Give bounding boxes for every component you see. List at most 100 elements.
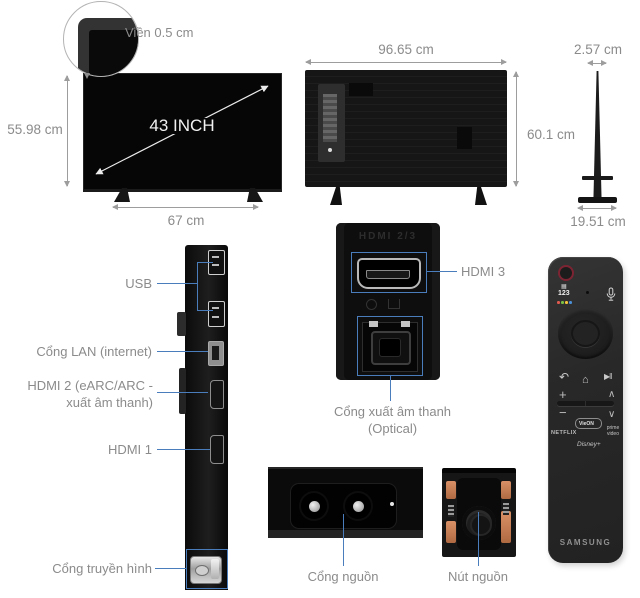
power-pin-right bbox=[353, 501, 364, 512]
hdmi3-label: HDMI 3 bbox=[461, 264, 506, 279]
back-recess-right bbox=[457, 127, 472, 149]
home-icon: ⌂ bbox=[582, 374, 589, 386]
remote-control: ▦ 123 ↶ ⌂ ▶‖ + ∧ − bbox=[548, 257, 623, 563]
hdmi3-callout-line bbox=[426, 271, 457, 272]
vieon-label: VieON bbox=[579, 420, 594, 427]
power-socket-recess bbox=[290, 483, 397, 529]
back-width-arrow bbox=[305, 59, 507, 65]
hdmi2-port bbox=[210, 380, 224, 409]
panel-embossed-label: HDMI 2/3 bbox=[358, 231, 418, 242]
channel-down-icon: ∨ bbox=[608, 409, 616, 420]
hdmi2-label-line2: xuất âm thanh) bbox=[66, 395, 153, 410]
copper-contact-1 bbox=[446, 481, 456, 499]
power-button-module bbox=[457, 478, 501, 550]
power-button-panel bbox=[442, 468, 516, 557]
prime-label-line1: prime bbox=[606, 425, 620, 431]
diagonal-size-label: 43 INCH bbox=[139, 117, 225, 134]
power-pin-left bbox=[309, 501, 320, 512]
remote-numpad-button: ▦ 123 bbox=[555, 284, 573, 307]
bezel-label: Viền 0.5 cm bbox=[125, 25, 194, 40]
back-port-panel bbox=[318, 84, 345, 162]
back-panel-sticker bbox=[323, 94, 337, 142]
power-socket-panel bbox=[268, 467, 423, 532]
front-width-arrow bbox=[112, 204, 259, 210]
antenna-highlight-box bbox=[186, 549, 228, 589]
back-tv-view bbox=[305, 70, 507, 187]
bezel-screen-shape bbox=[89, 30, 138, 76]
power-port-label: Cổng nguồn bbox=[307, 569, 379, 584]
lan-callout-line bbox=[157, 351, 208, 352]
rear-port-panel: HDMI 2/3 bbox=[336, 223, 440, 380]
dot-yellow bbox=[565, 301, 568, 304]
optical-label-line1: Cổng xuất âm thanh bbox=[333, 404, 452, 419]
side-stand-depth-arrow bbox=[577, 205, 617, 211]
optical-highlight-box bbox=[357, 316, 423, 376]
back-tv-right-foot bbox=[475, 187, 487, 205]
usb-callout-stub-top bbox=[197, 262, 213, 263]
optical-port bbox=[362, 321, 418, 372]
numpad-grid-icon: ▦ bbox=[561, 284, 567, 290]
side-stand-base bbox=[578, 197, 617, 203]
remote-brand-logo: SAMSUNG bbox=[559, 538, 612, 547]
volume-up-icon: + bbox=[559, 387, 567, 402]
back-height-arrow bbox=[513, 71, 519, 187]
dot-blue bbox=[569, 301, 572, 304]
prime-video-app-button: prime video bbox=[605, 425, 621, 437]
back-recess-top bbox=[349, 83, 373, 96]
strip-bracket-1 bbox=[177, 312, 186, 336]
strip-bracket-2 bbox=[179, 368, 186, 414]
front-height-label: 55.98 cm bbox=[7, 122, 63, 137]
back-tv-left-foot bbox=[330, 187, 342, 205]
side-stand-crossbar bbox=[582, 176, 613, 180]
power-button-callout-line bbox=[478, 512, 479, 566]
bezel-magnifier-circle bbox=[63, 1, 139, 77]
playpause-icon: ▶‖ bbox=[604, 372, 613, 381]
power-panel-floor bbox=[268, 530, 423, 538]
side-depth-label: 2.57 cm bbox=[573, 42, 623, 57]
hdmi2-callout-line bbox=[157, 392, 208, 393]
vieon-app-button: VieON bbox=[575, 418, 602, 429]
remote-dpad-center bbox=[571, 320, 600, 347]
channel-up-icon: ∧ bbox=[608, 389, 616, 400]
lan-port bbox=[208, 341, 224, 366]
usb-label: USB bbox=[125, 276, 152, 291]
antenna-callout-line bbox=[155, 568, 186, 569]
usb-callout-line bbox=[157, 283, 197, 284]
volume-down-icon: − bbox=[559, 405, 567, 420]
panel-bracket-icon bbox=[388, 299, 400, 309]
copper-contact-2 bbox=[446, 521, 456, 543]
panel-screw-icon bbox=[366, 299, 377, 310]
remote-power-button bbox=[558, 265, 574, 281]
hdmi3-highlight-box bbox=[351, 252, 427, 293]
antenna-label: Cổng truyền hình bbox=[52, 561, 152, 576]
copper-contact-3 bbox=[501, 481, 511, 499]
hdmi3-port bbox=[357, 258, 421, 289]
front-width-label: 67 cm bbox=[167, 213, 205, 228]
dot-red bbox=[557, 301, 560, 304]
back-width-label: 96.65 cm bbox=[378, 42, 434, 57]
optical-callout-line bbox=[390, 375, 391, 401]
front-height-arrow bbox=[64, 75, 70, 187]
antenna-coax-connector bbox=[190, 556, 222, 584]
hdmi1-label: HDMI 1 bbox=[107, 442, 152, 457]
back-panel-screw bbox=[328, 148, 332, 152]
copper-contact-4 bbox=[501, 511, 511, 543]
power-port-callout-line bbox=[343, 514, 344, 566]
power-button-label: Nút nguồn bbox=[448, 569, 508, 584]
usb-callout-bracket bbox=[197, 262, 198, 311]
back-icon: ↶ bbox=[559, 370, 570, 384]
front-tv-view: 43 INCH bbox=[83, 73, 282, 192]
side-tv-profile bbox=[593, 71, 602, 198]
side-depth-arrow bbox=[587, 60, 607, 66]
hdmi1-callout-line bbox=[157, 449, 210, 450]
numpad-label: 123 bbox=[558, 290, 570, 297]
side-port-strip bbox=[185, 245, 228, 590]
optical-label-line2: (Optical) bbox=[367, 421, 418, 436]
power-button-circle bbox=[462, 506, 496, 540]
dot-green bbox=[561, 301, 564, 304]
bezel-pointer-tick bbox=[84, 73, 90, 79]
remote-mic-hole bbox=[586, 291, 589, 294]
contact-dots-left bbox=[448, 505, 454, 517]
mic-icon bbox=[606, 287, 616, 301]
